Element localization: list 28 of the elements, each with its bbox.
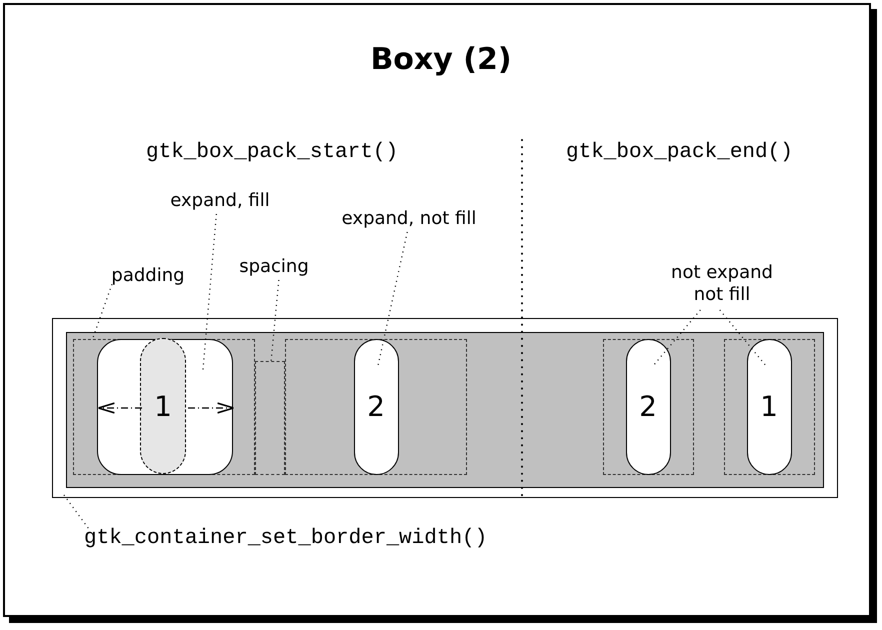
packing-slot bbox=[724, 339, 815, 475]
leader-line bbox=[62, 492, 89, 528]
arrow bbox=[188, 402, 234, 414]
function-label: gtk_box_pack_end() bbox=[566, 140, 793, 166]
packing-slot bbox=[603, 339, 694, 475]
annotation-text: padding bbox=[108, 265, 188, 289]
function-label: gtk_box_pack_start() bbox=[146, 140, 398, 166]
leader-line bbox=[270, 280, 280, 362]
leader-line bbox=[377, 232, 408, 366]
function-label: gtk_container_set_border_width() bbox=[84, 526, 504, 552]
child-widget: 2 bbox=[354, 338, 398, 474]
annotation-text: not expand not fill bbox=[668, 262, 776, 310]
title: Boxy (2) bbox=[369, 42, 513, 78]
child-widget: 2 bbox=[626, 338, 670, 474]
packing-slot bbox=[73, 339, 255, 475]
annotation-text: expand, not fill bbox=[324, 208, 494, 232]
child-widget bbox=[96, 338, 232, 474]
packing-slot bbox=[285, 339, 467, 475]
annotation-text: expand, fill bbox=[160, 190, 280, 214]
arrow bbox=[98, 402, 142, 414]
leader-line bbox=[719, 310, 766, 366]
box-area bbox=[66, 332, 824, 488]
packing-slot bbox=[255, 361, 285, 475]
leader-line bbox=[652, 310, 701, 366]
child-widget: 1 bbox=[746, 338, 792, 474]
container-box bbox=[52, 318, 838, 498]
child-widget: 1 bbox=[140, 338, 186, 474]
annotation-text: spacing bbox=[234, 256, 314, 280]
